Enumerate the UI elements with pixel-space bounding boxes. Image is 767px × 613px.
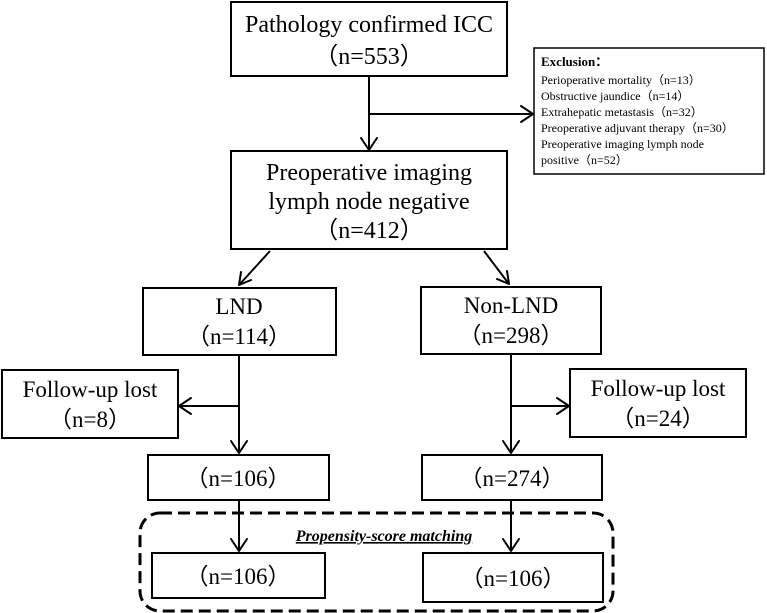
- box-preop-imaging: Preoperative imaging lymph node negative…: [230, 150, 508, 250]
- arrowhead-lnd: [238, 271, 252, 286]
- exclusion-item: Preoperative adjuvant therapy（n=30）: [541, 121, 734, 135]
- pathology-label: Pathology confirmed ICC: [245, 12, 493, 38]
- connector-preop-to-nonlnd: [483, 250, 510, 285]
- follow-right-count: （n=24）: [611, 406, 704, 431]
- preop-count: （n=412）: [314, 218, 424, 244]
- arrowhead-psm-left: [230, 538, 248, 552]
- psm-right-count: （n=106）: [461, 566, 566, 591]
- arrowhead-follow-left: [178, 397, 192, 415]
- box-lnd: LND （n=114）: [142, 287, 337, 356]
- follow-left-count: （n=8）: [49, 407, 131, 432]
- exclusion-item: Extrahepatic metastasis（n=32）: [541, 105, 703, 119]
- nonlnd-after-count: （n=274）: [460, 466, 565, 491]
- box-nonlnd-after-followup: （n=274）: [421, 454, 603, 501]
- psm-region: [138, 511, 615, 613]
- box-psm-right: （n=106）: [422, 552, 604, 603]
- box-follow-up-lost-left: Follow-up lost （n=8）: [1, 369, 179, 439]
- follow-right-label: Follow-up lost: [591, 376, 726, 401]
- box-nonlnd: Non-LND （n=298）: [420, 286, 602, 355]
- preop-label-1: Preoperative imaging: [266, 160, 472, 186]
- box-psm-left: （n=106）: [151, 552, 326, 599]
- exclusion-item: Obstructive jaundice（n=14）: [541, 89, 689, 103]
- preop-label-2: lymph node negative: [268, 189, 469, 215]
- nonlnd-label: Non-LND: [464, 293, 559, 318]
- arrowhead-lnd-after: [230, 440, 248, 454]
- psm-left-count: （n=106）: [186, 564, 291, 589]
- psm-label: Propensity-score matching: [295, 528, 472, 545]
- box-pathology-confirmed: Pathology confirmed ICC （n=553）: [230, 1, 508, 77]
- arrowhead-nonlnd: [496, 270, 510, 285]
- box-exclusion: Exclusion： Perioperative mortality（n=13）…: [533, 47, 765, 175]
- follow-left-label: Follow-up lost: [23, 377, 158, 402]
- exclusion-title: Exclusion：: [541, 54, 608, 69]
- lnd-label: LND: [215, 294, 262, 319]
- connector-preop-to-lnd: [238, 250, 271, 286]
- exclusion-item: Preoperative imaging lymph node: [541, 137, 704, 151]
- pathology-count: （n=553）: [314, 44, 424, 70]
- arrowhead-psm-right: [502, 538, 520, 552]
- exclusion-item: Perioperative mortality（n=13）: [541, 73, 701, 87]
- exclusion-item: positive（n=52）: [541, 153, 628, 167]
- arrowhead-exclusion: [520, 105, 534, 123]
- lnd-after-count: （n=106）: [186, 466, 291, 491]
- box-lnd-after-followup: （n=106）: [147, 454, 330, 501]
- arrowhead-nonlnd-after: [502, 440, 520, 454]
- nonlnd-count: （n=298）: [459, 323, 564, 348]
- arrowhead-follow-right: [556, 397, 570, 415]
- box-follow-up-lost-right: Follow-up lost （n=24）: [569, 368, 747, 438]
- lnd-count: （n=114）: [187, 324, 291, 349]
